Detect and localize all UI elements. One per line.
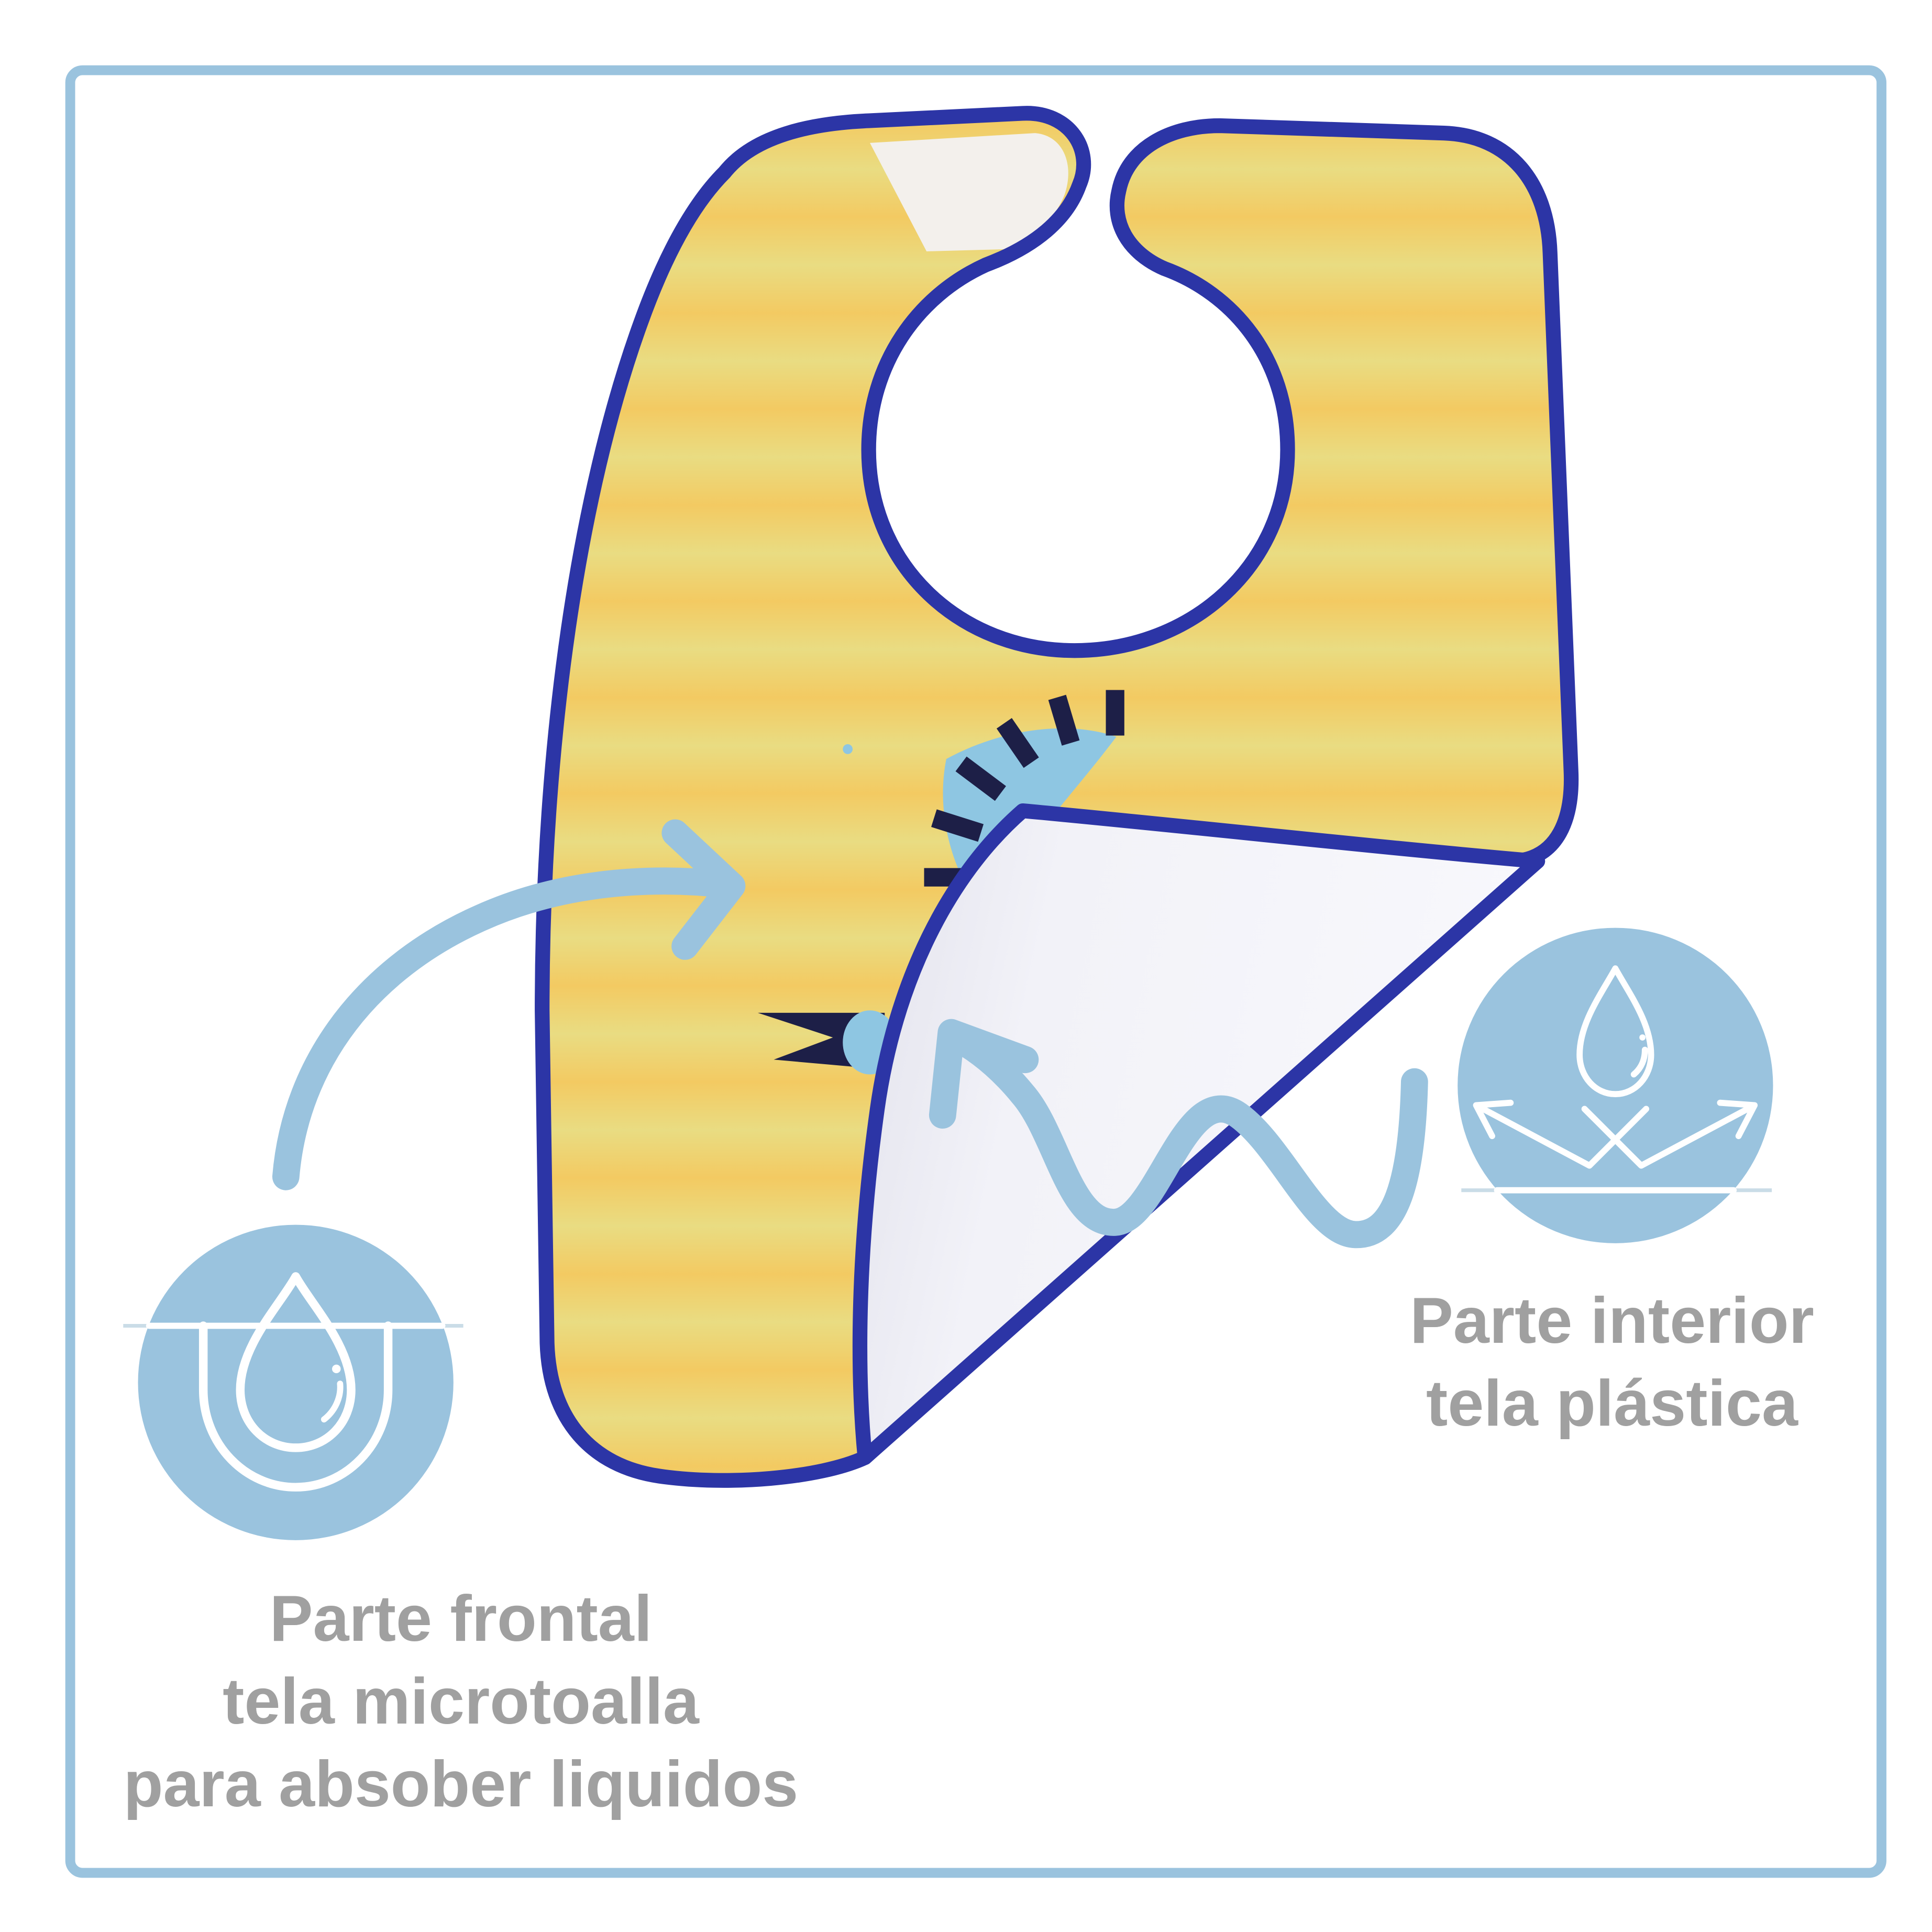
- front-fabric-caption: Parte frontal tela microtoalla para abso…: [94, 1577, 827, 1826]
- inner-fabric-caption: Parte interior tela plástica: [1350, 1279, 1874, 1445]
- wavy-arrow-shaft: [937, 1021, 1428, 1249]
- bounce-arrow-right: [1581, 1099, 1758, 1169]
- feather-stripe: [955, 756, 1006, 801]
- bounce-arrow-left: [1473, 1099, 1650, 1169]
- curved-arrow-shaft: [272, 867, 741, 1190]
- feather-stripe: [931, 809, 984, 842]
- caption-line-purpose: para absober liquidos: [123, 1748, 799, 1820]
- caption-line-part: Parte interior: [1410, 1285, 1814, 1357]
- drop-highlight-dot: [332, 1364, 341, 1374]
- wavy-arrow-icon: [929, 1019, 1428, 1249]
- wavy-arrow-head: [929, 1019, 1039, 1129]
- icon-badge: [138, 1224, 454, 1540]
- drop-highlight-dot: [1639, 1034, 1646, 1041]
- print-dot: [843, 744, 853, 754]
- caption-line-material: tela plástica: [1426, 1367, 1798, 1440]
- velcro-patch: [869, 133, 1068, 251]
- drop-highlight: [1630, 1046, 1648, 1078]
- bib-photo: [542, 113, 1571, 1481]
- curved-arrow-head: [661, 819, 746, 960]
- feather-stripe: [996, 718, 1039, 768]
- caption-line-part: Parte frontal: [269, 1583, 653, 1655]
- absorbent-drop-icon: [123, 1224, 463, 1540]
- absorb-cup: [198, 1321, 393, 1492]
- caption-line-material: tela microtoalla: [223, 1665, 699, 1738]
- feather-stripe: [1048, 694, 1080, 746]
- drop-outline: [236, 1272, 356, 1452]
- frame-border: [65, 65, 1886, 1878]
- curved-arrow-icon: [272, 819, 746, 1190]
- icon-badge: [1458, 928, 1773, 1243]
- drop-highlight: [321, 1381, 344, 1423]
- waterproof-drop-icon: [1458, 928, 1773, 1243]
- drop-outline: [1576, 965, 1654, 1098]
